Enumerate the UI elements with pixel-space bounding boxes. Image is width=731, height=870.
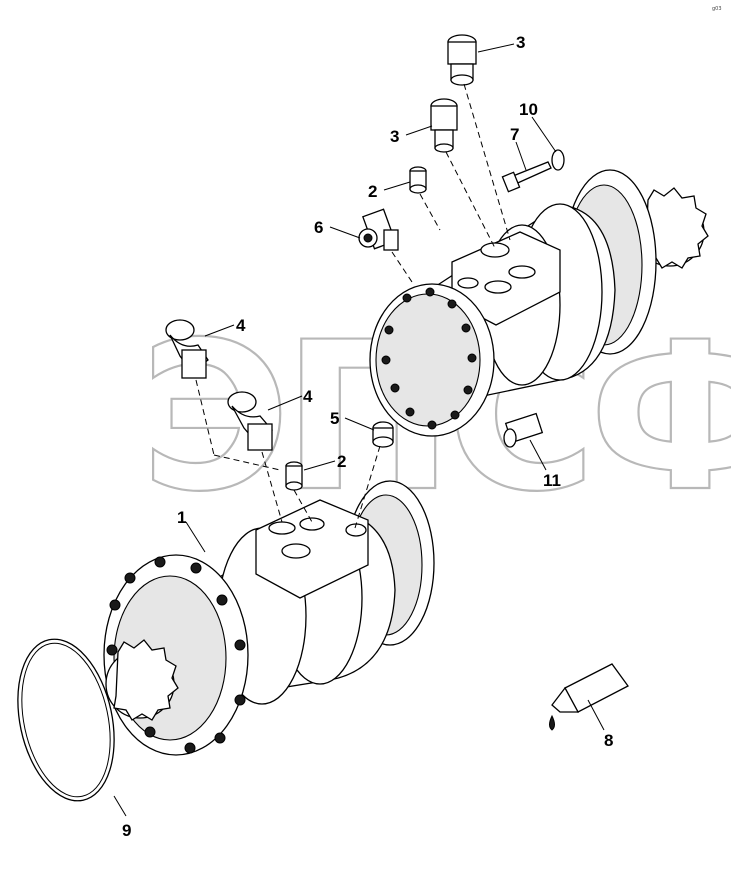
plug-5 bbox=[372, 421, 394, 448]
callout-1: 1 bbox=[177, 508, 186, 527]
fitting-3-lower bbox=[430, 98, 458, 153]
upper-cover-bolts bbox=[381, 287, 477, 430]
sealant-tube-8 bbox=[549, 663, 629, 731]
callout-3-lower: 3 bbox=[390, 127, 399, 146]
fitting-2-lower bbox=[285, 461, 303, 491]
lower-flange-bolts bbox=[106, 556, 246, 754]
callout-7: 7 bbox=[510, 125, 519, 144]
fitting-3-upper bbox=[447, 34, 477, 86]
elbow-4-lower bbox=[227, 391, 273, 451]
callout-2-upper: 2 bbox=[368, 182, 377, 201]
washer-10 bbox=[551, 149, 565, 171]
upper-motor-assembly bbox=[369, 169, 709, 437]
leader-lines bbox=[113, 43, 605, 817]
fitting-11 bbox=[503, 412, 544, 448]
callout-9: 9 bbox=[122, 821, 131, 840]
lower-motor-assembly bbox=[103, 480, 435, 756]
callout-6: 6 bbox=[314, 218, 323, 237]
valve-6 bbox=[358, 208, 399, 251]
callout-8: 8 bbox=[604, 731, 613, 750]
callout-10: 10 bbox=[519, 100, 538, 119]
fitting-2-upper bbox=[409, 166, 427, 194]
lower-sprocket bbox=[105, 639, 179, 721]
callout-2-lower: 2 bbox=[337, 452, 346, 471]
callout-4-lower: 4 bbox=[303, 387, 313, 406]
callout-3-upper: 3 bbox=[516, 33, 525, 52]
callout-4-upper: 4 bbox=[236, 316, 246, 335]
bolt-7 bbox=[501, 161, 552, 193]
callout-11: 11 bbox=[543, 471, 561, 490]
corner-mark: g03 bbox=[712, 6, 722, 12]
callout-5: 5 bbox=[330, 409, 339, 428]
elbow-4-upper bbox=[165, 319, 209, 379]
assembly-lines bbox=[195, 83, 511, 529]
o-ring bbox=[17, 638, 115, 802]
